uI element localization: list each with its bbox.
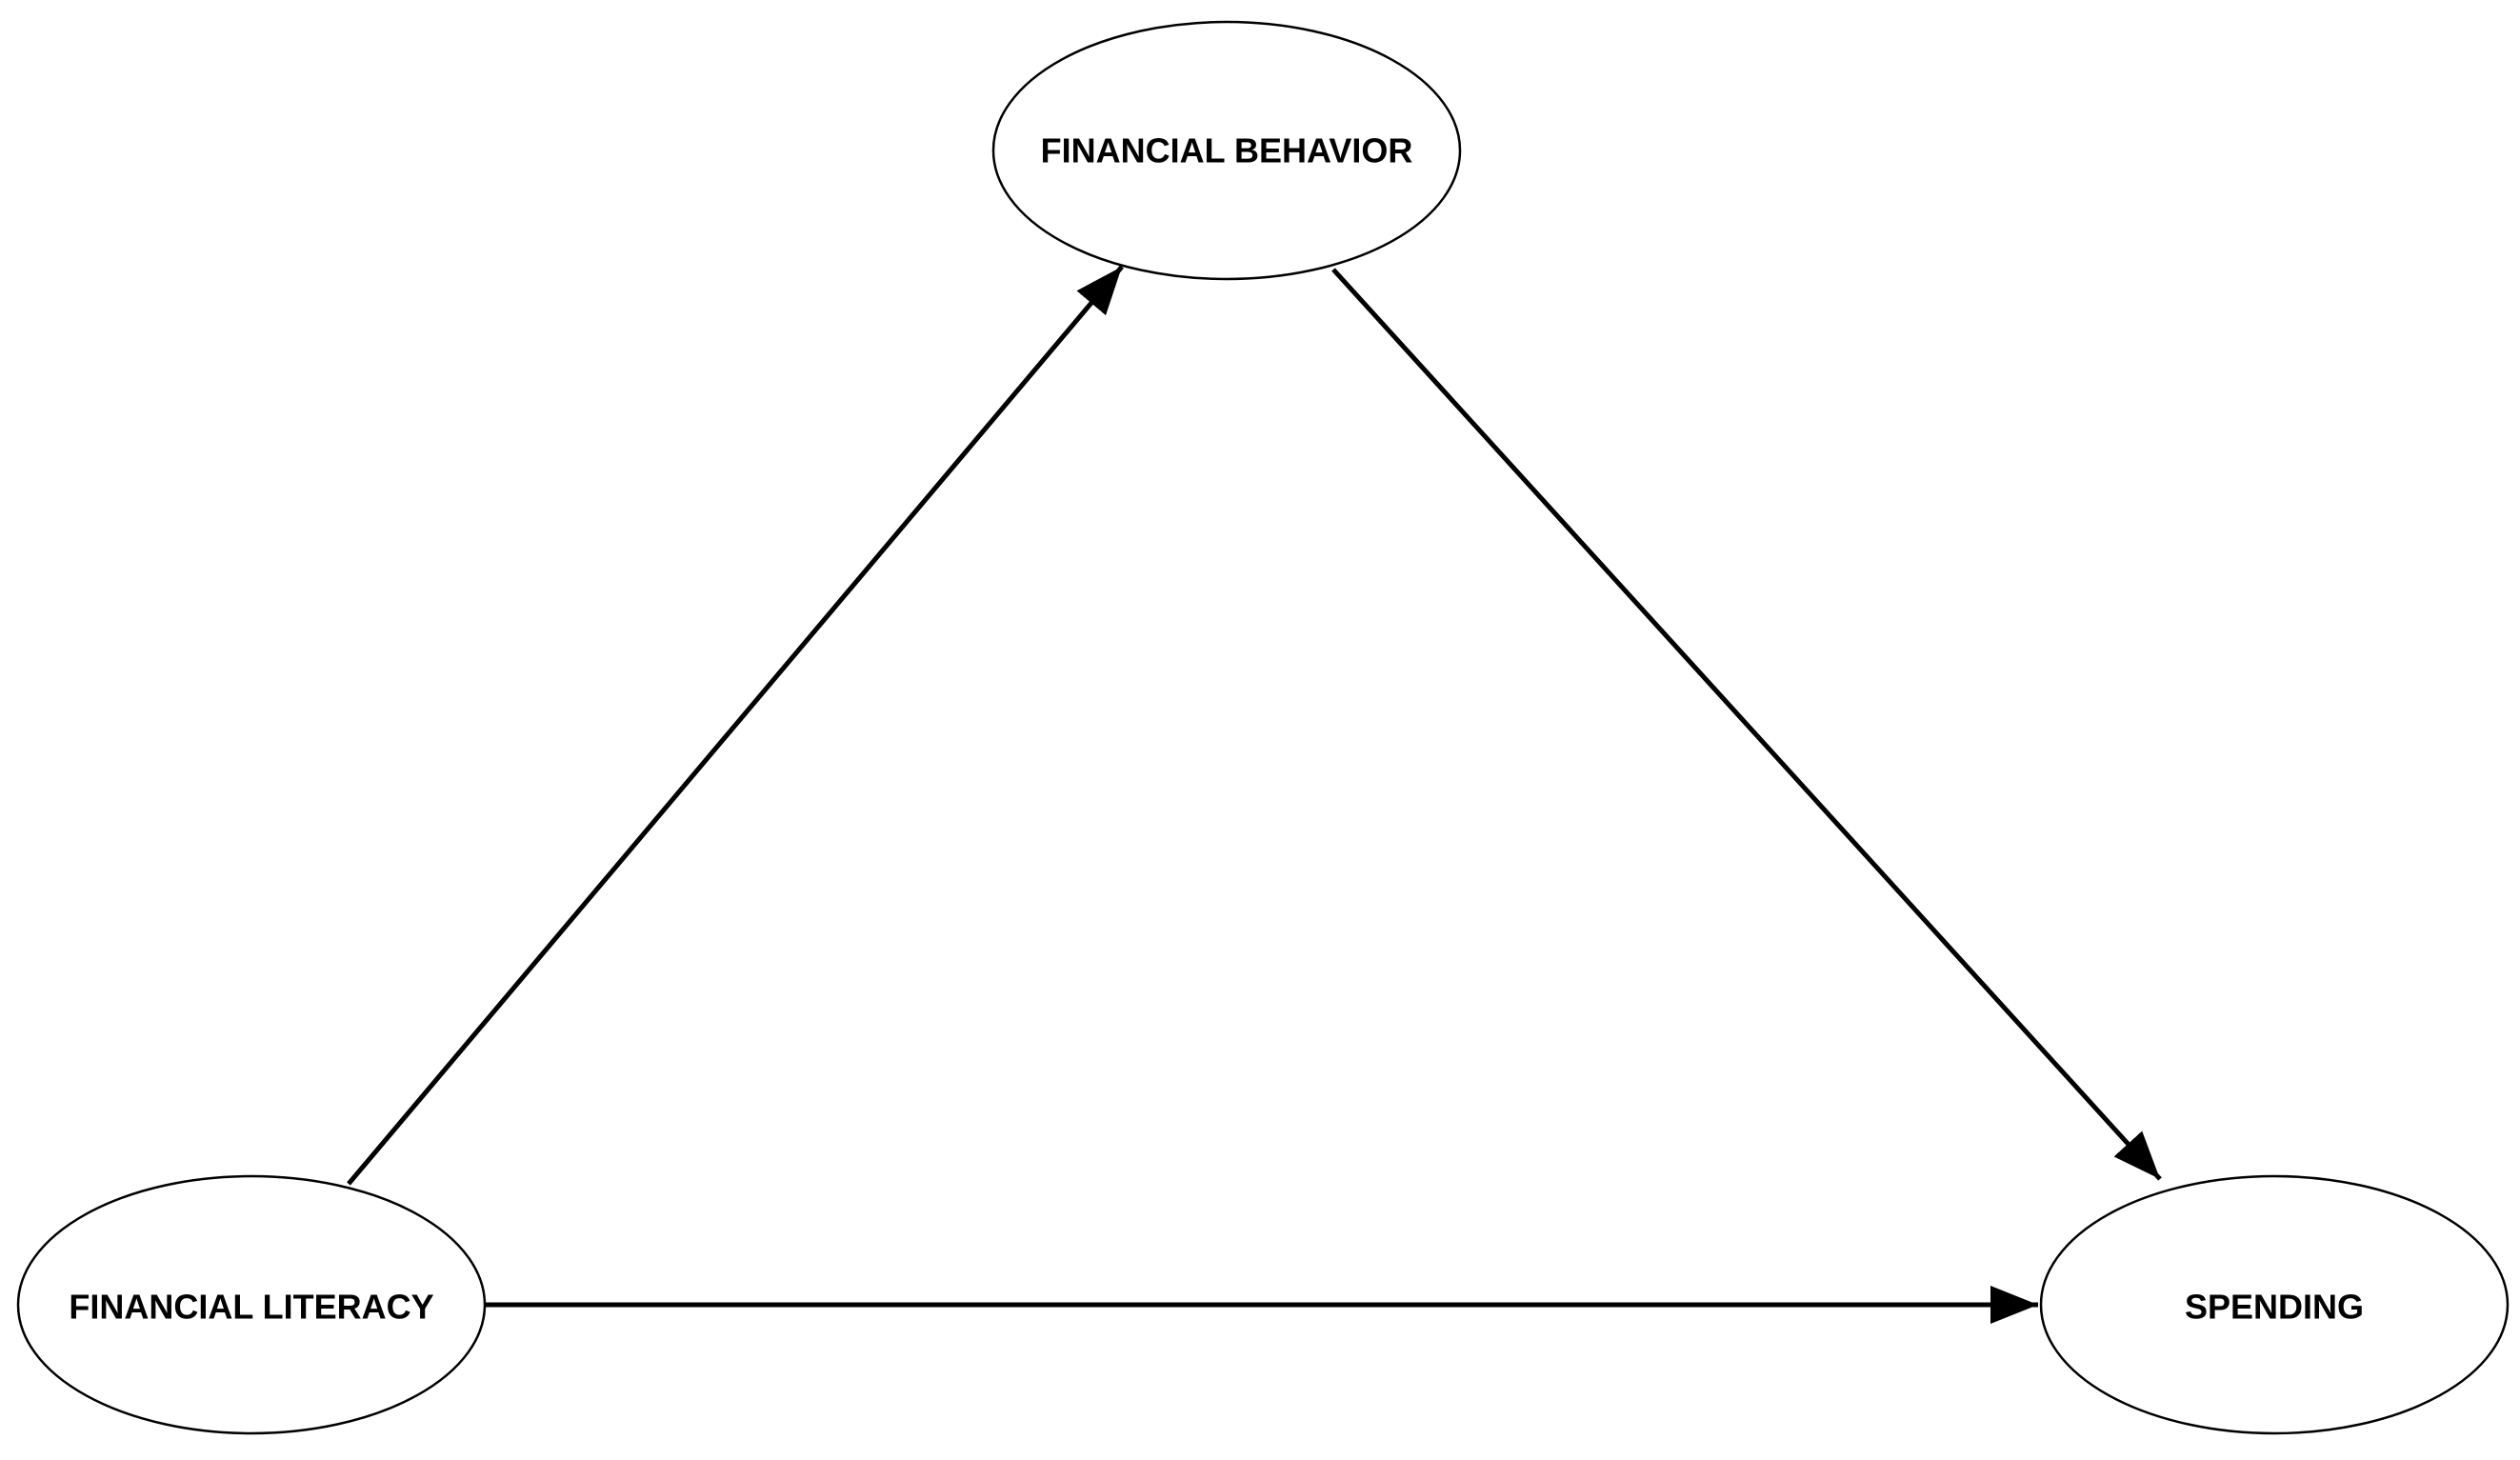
edge-behavior-to-spending — [1331, 268, 2162, 1181]
node-label: SPENDING — [2185, 1288, 2364, 1327]
edges — [347, 265, 2162, 1324]
node-financial-literacy: FINANCIAL LITERACY — [16, 1174, 487, 1435]
node-spending: SPENDING — [2039, 1174, 2510, 1435]
node-financial-behavior: FINANCIAL BEHAVIOR — [991, 20, 1462, 281]
node-label: FINANCIAL BEHAVIOR — [1041, 131, 1413, 170]
node-label: FINANCIAL LITERACY — [69, 1288, 433, 1327]
node-shape — [16, 1174, 487, 1435]
node-shape — [2039, 1174, 2510, 1435]
edge-literacy-to-behavior — [347, 265, 1124, 1186]
node-shape — [991, 20, 1462, 281]
